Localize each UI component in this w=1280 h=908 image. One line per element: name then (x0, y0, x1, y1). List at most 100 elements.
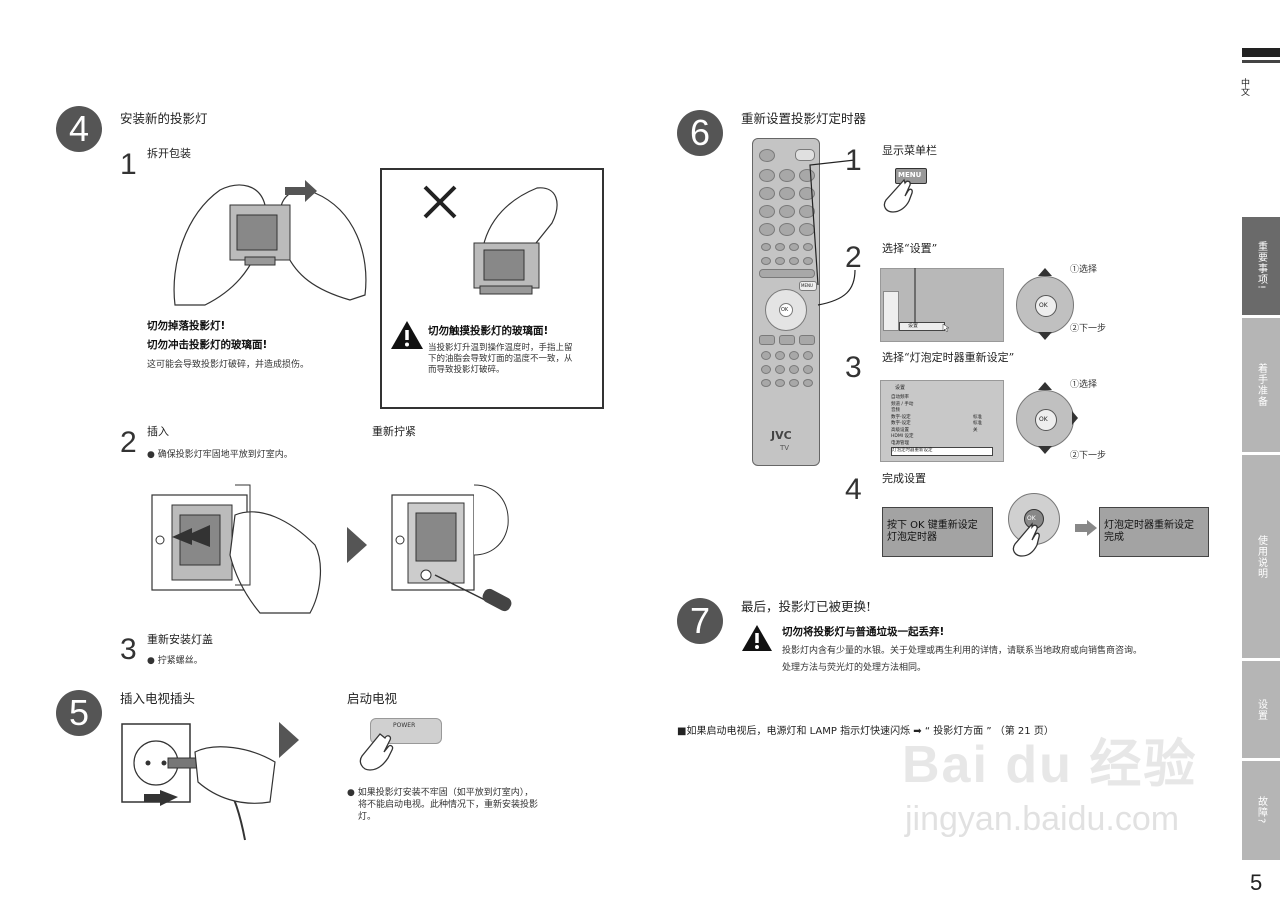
cursor-icon (942, 323, 950, 333)
touch-warning-title: 切勿触摸投影灯的玻璃面! (428, 325, 549, 337)
reset-prompt-box: 按下 OK 键重新设定 灯泡定时器 (882, 507, 993, 557)
watermark-url: jingyan.baidu.com (905, 800, 1180, 838)
settings-menu-item[interactable]: 高级设置 (891, 427, 909, 433)
remote-small-btn[interactable] (775, 379, 785, 387)
dpad-graphic-2[interactable]: OK (1016, 390, 1074, 448)
remote-small-btn[interactable] (775, 351, 785, 360)
remote-num-btn[interactable] (779, 187, 795, 200)
remote-bar-btn[interactable] (779, 335, 795, 345)
settings-menu-item[interactable]: 音频 (891, 408, 900, 413)
remote-small-btn[interactable] (761, 243, 771, 251)
dpad-graphic-1[interactable]: OK (1016, 276, 1074, 334)
retighten-illustration (391, 484, 512, 612)
settings-menu-item[interactable]: 电源管理 (891, 440, 909, 446)
remote-num-btn[interactable] (779, 205, 795, 218)
remote-num-btn[interactable] (759, 169, 775, 182)
remote-color-btn[interactable] (775, 257, 785, 265)
remote-color-btn[interactable] (761, 257, 771, 265)
touch-warning-note-1: 当投影灯升温到操作温度时，手指上留 (428, 343, 573, 353)
cross-icon (423, 185, 457, 219)
remote-small-btn[interactable] (775, 243, 785, 251)
remote-small-btn[interactable] (789, 243, 799, 251)
remote-btn-power[interactable] (795, 149, 815, 161)
remote-small-btn[interactable] (775, 365, 785, 374)
remote-small-btn[interactable] (803, 351, 813, 360)
step-4-title: 安装新的投影灯 (120, 111, 208, 126)
remote-small-btn[interactable] (803, 379, 813, 387)
settings-menu-item[interactable]: 自动频率 (891, 395, 909, 400)
remote-num-btn[interactable] (799, 187, 815, 200)
step-6-circle: 6 (677, 110, 723, 156)
remote-num-btn[interactable] (759, 205, 775, 218)
arrow-right-icon (347, 527, 367, 563)
remote-small-btn[interactable] (761, 351, 771, 360)
remote-ok-button[interactable]: OK (779, 303, 793, 317)
remote-small-btn[interactable] (803, 243, 813, 251)
remote-num-btn[interactable] (759, 187, 775, 200)
remote-num-btn[interactable] (759, 223, 775, 236)
select-label-2: ①选择 (1070, 380, 1098, 390)
bottom-note: ■如果启动电视后，电源灯和 LAMP 指示灯快速闪烁 ➡ “ 投影灯方面 ” （… (677, 726, 1054, 737)
retighten-label: 重新拧紧 (372, 425, 416, 438)
settings-menu-item[interactable]: 频道 / 手动 (891, 401, 914, 407)
step-4-2-note: ● 确保投影灯牢固地平放到灯室内。 (147, 450, 293, 460)
settings-menu-item[interactable]: 数字-设定 (891, 414, 911, 420)
remote-dpad[interactable]: OK (765, 289, 807, 331)
dpad-ok-button[interactable]: OK (1035, 409, 1057, 431)
remote-small-btn[interactable] (803, 365, 813, 374)
warn-drop-line1: 切勿掉落投影灯! (147, 320, 226, 332)
step-7-title: 最后，投影灯已被更换! (741, 599, 872, 614)
remote-btn-1[interactable] (759, 149, 775, 162)
remote-small-btn[interactable] (789, 351, 799, 360)
tab-important[interactable]: 重要事项! (1242, 217, 1280, 315)
remote-bar-btn[interactable] (759, 269, 815, 278)
step-6-4-number: 4 (845, 473, 862, 506)
select-label-1: ①选择 (1070, 265, 1098, 275)
settings-menu-item[interactable]: 数字-设定 (891, 421, 911, 426)
step-7-warning-line-2: 处理方法与荧光灯的处理方法相同。 (782, 663, 927, 673)
settings-menu-item[interactable]: HDMI 设定 (891, 434, 914, 439)
menu-button-graphic[interactable]: MENU (895, 168, 927, 184)
touch-warning-box: 切勿触摸投影灯的玻璃面! 当投影灯升温到操作温度时，手指上留 下的油脂会导致灯面… (380, 168, 604, 409)
remote-bar-btn[interactable] (799, 335, 815, 345)
touch-warning-note-3: 而导致投影灯破碎。 (428, 365, 505, 375)
menu-item-settings-selected[interactable]: 设置 (899, 322, 945, 331)
remote-num-btn[interactable] (779, 169, 795, 182)
dpad-ok-button[interactable]: OK (1035, 295, 1057, 317)
step-7-warning-line-1: 投影灯内含有少量的水银。关于处理或再生利用的详情，请联系当地政府或向销售商咨询。 (782, 646, 1143, 656)
step-5-note-2: 将不能启动电视。此种情况下，重新安装投影 (358, 800, 539, 810)
settings-menu-item-lamp-reset[interactable]: 灯泡定时器重新设定 (891, 447, 993, 456)
tab-usage[interactable]: 使用说明 (1242, 455, 1280, 658)
step-5-circle: 5 (56, 690, 102, 736)
tab-preparation[interactable]: 着手准备 (1242, 318, 1280, 452)
remote-small-btn[interactable] (761, 365, 771, 374)
remote-color-btn[interactable] (789, 257, 799, 265)
remote-control: MENU OK JVC TV (752, 138, 820, 466)
remote-num-btn[interactable] (799, 205, 815, 218)
step-7-warning-title: 切勿将投影灯与普通垃圾一起丢弃! (782, 626, 945, 638)
language-label: 中文 (1239, 78, 1249, 96)
dpad-arrows-2 (1038, 382, 1078, 454)
remote-small-btn[interactable] (761, 379, 771, 387)
remote-small-btn[interactable] (789, 379, 799, 387)
remote-tv-label: TV (780, 444, 790, 452)
reset-done-box: 灯泡定时器重新设定 完成 (1099, 507, 1209, 557)
step-7-circle: 7 (677, 598, 723, 644)
power-on-title: 启动电视 (347, 691, 398, 706)
step-6-title: 重新设置投影灯定时器 (741, 111, 867, 126)
tv-screen-1: 设置 (880, 268, 1004, 342)
plug-illustration (121, 723, 276, 841)
step-4-3-note: ● 拧紧螺丝。 (147, 656, 203, 666)
remote-small-btn[interactable] (789, 365, 799, 374)
step-4-1-number: 1 (120, 148, 137, 181)
remote-menu-btn[interactable]: MENU (799, 281, 817, 291)
remote-num-btn[interactable] (779, 223, 795, 236)
arrow-right-icon-2 (279, 722, 299, 758)
touch-warning-note-2: 下的油脂会导致灯面的温度不一致，从 (428, 354, 573, 364)
remote-bar-btn[interactable] (759, 335, 775, 345)
warn-drop-line2: 切勿冲击投影灯的玻璃面! (147, 339, 268, 351)
tab-settings[interactable]: 设置 (1242, 661, 1280, 758)
remote-color-btn[interactable] (803, 257, 813, 265)
tab-trouble[interactable]: 故障? (1242, 761, 1280, 860)
unpack-illustration (173, 180, 367, 306)
